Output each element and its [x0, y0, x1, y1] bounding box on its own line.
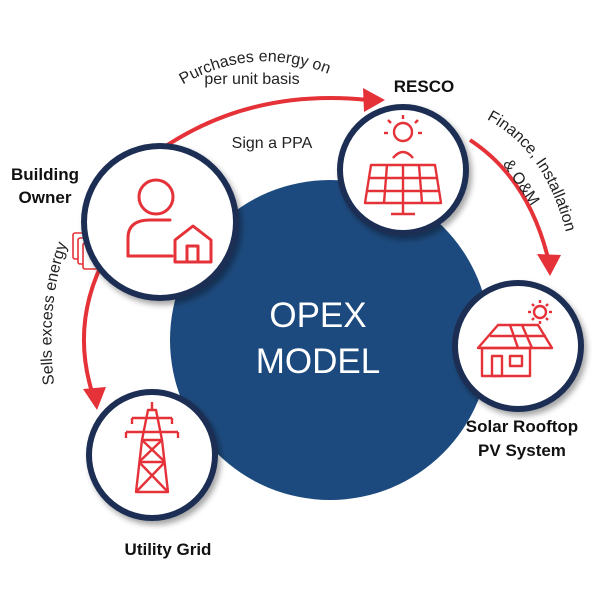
flow-sells-excess: Sells excess energy — [38, 240, 70, 386]
center-circle — [170, 180, 490, 500]
arrow-resco-to-solar — [468, 138, 550, 259]
arrowhead-grid — [83, 387, 106, 410]
center-title-line1: OPEX — [269, 296, 366, 335]
arrow-owner-to-resco — [158, 96, 369, 152]
center-title-line2: MODEL — [256, 342, 380, 381]
arrowhead-resco — [363, 88, 385, 112]
resco-node — [337, 104, 469, 236]
utility-grid-node — [86, 389, 218, 521]
resco-label: RESCO — [394, 77, 454, 96]
building-owner-label-line1: Building — [11, 165, 79, 184]
person-with-house-icon — [126, 178, 213, 264]
solar-rooftop-label-line1: Solar Rooftop — [466, 417, 578, 436]
transmission-tower-icon — [124, 402, 180, 494]
building-owner-node — [81, 143, 239, 301]
building-owner-label-line2: Owner — [19, 188, 72, 207]
solar-panel-with-lightbulb-icon — [363, 115, 443, 216]
solar-rooftop-label-line2: PV System — [478, 441, 566, 460]
utility-grid-circle — [86, 389, 218, 521]
flow-sign-ppa: Sign a PPA — [232, 135, 313, 152]
arrowhead-solar — [537, 254, 561, 276]
building-owner-circle — [81, 143, 239, 301]
house-with-solar-panels-and-sun-icon — [476, 300, 554, 378]
flow-purchases-line2: per unit basis — [204, 71, 299, 88]
solar-rooftop-node — [452, 280, 584, 412]
utility-grid-label: Utility Grid — [125, 540, 212, 559]
